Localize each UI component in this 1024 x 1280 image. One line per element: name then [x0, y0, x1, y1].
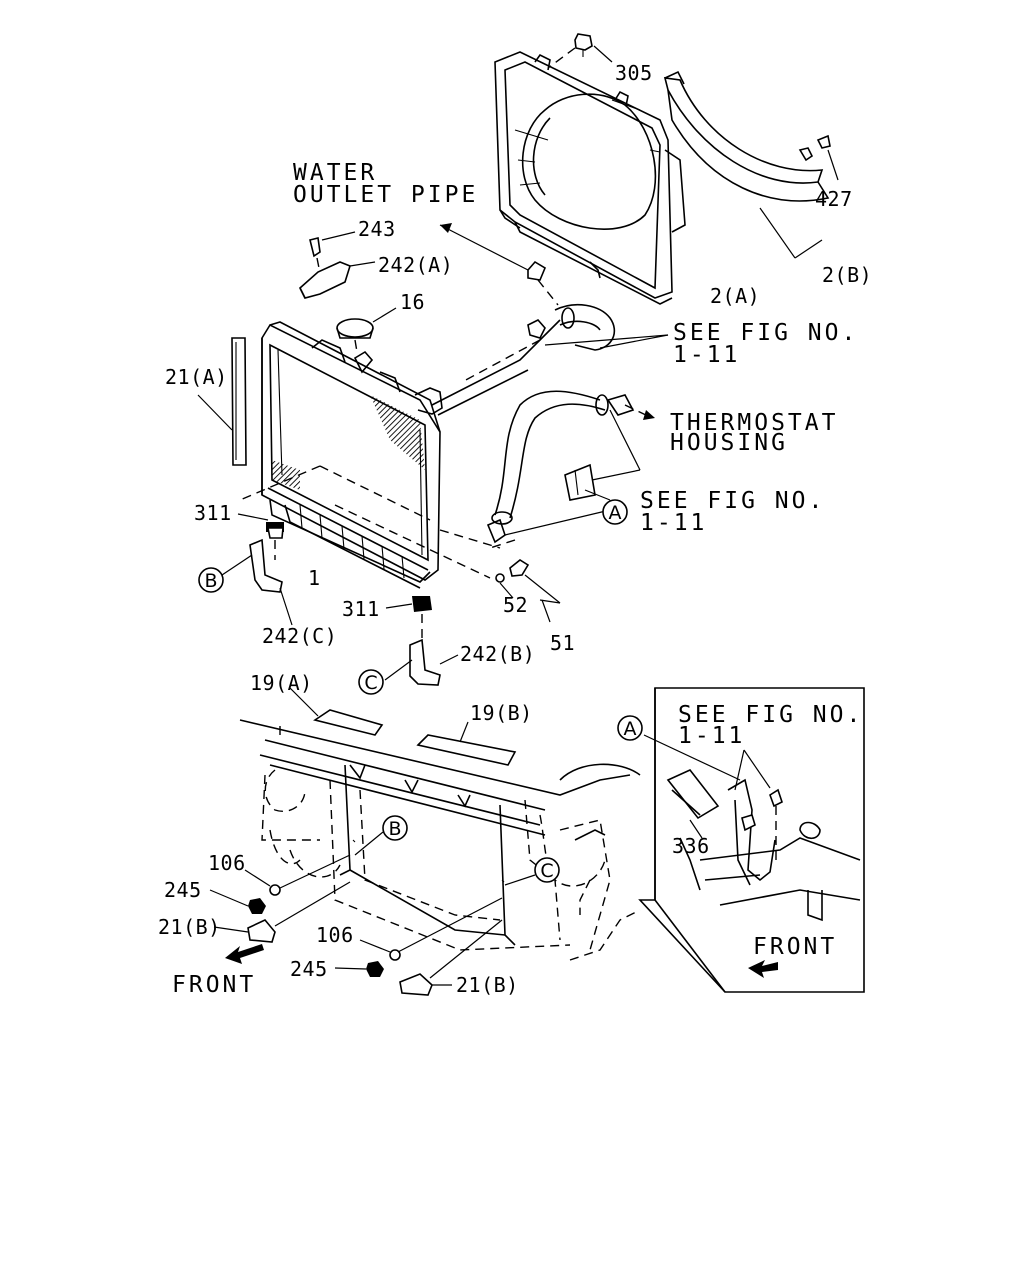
callout-305: 305: [615, 61, 653, 85]
radiator-cap-16: [336, 307, 397, 353]
water-outlet-label-1: WATER: [293, 160, 377, 186]
thermostat-label-1: THERMOSTAT: [670, 410, 838, 436]
see-fig-2-line-2: 1-11: [640, 510, 707, 536]
thermostat-arrow: [624, 404, 655, 420]
callout-21a: 21(A): [165, 365, 228, 389]
radiator-core: [239, 321, 501, 589]
bolt-305: [547, 33, 613, 69]
front-label-main: FRONT: [172, 972, 256, 998]
front-frame: [239, 719, 641, 961]
thermostat-label-2: HOUSING: [670, 430, 788, 456]
see-fig-1-line-1: SEE FIG NO.: [673, 320, 858, 346]
callout-16: 16: [400, 290, 425, 314]
see-fig-inset-line-1: SEE FIG NO.: [678, 702, 863, 728]
pad-19a: [289, 687, 384, 736]
upper-hose: [431, 223, 616, 416]
callout-2b: 2(B): [822, 263, 872, 287]
water-outlet-label-2: OUTLET PIPE: [293, 182, 478, 208]
callout-19a: 19(A): [250, 671, 313, 695]
callout-19b: 19(B): [470, 701, 533, 725]
callout-243: 243: [358, 217, 396, 241]
callout-242b: 242(B): [460, 642, 535, 666]
mount-242b: [384, 596, 459, 686]
callout-311-bottom: 311: [342, 597, 380, 621]
callout-336: 336: [672, 834, 710, 858]
callout-51: 51: [550, 631, 575, 655]
pad-19b: [416, 721, 517, 766]
ref-b-frame: B: [388, 818, 401, 840]
see-fig-1-line-2: 1-11: [673, 342, 740, 368]
fasteners-right: [334, 897, 503, 996]
circle-callouts: [198, 499, 643, 886]
inset-detail: [638, 687, 865, 993]
seal-21a: [197, 337, 247, 466]
callout-106-right: 106: [316, 923, 354, 947]
callout-242a: 242(A): [378, 253, 453, 277]
fan-shroud-2b: [663, 70, 839, 259]
front-label-inset: FRONT: [753, 934, 837, 960]
callout-245-left: 245: [164, 878, 202, 902]
see-fig-leaders: [504, 334, 669, 536]
ref-c-frame: C: [540, 860, 553, 882]
see-fig-2-line-1: SEE FIG NO.: [640, 488, 825, 514]
bracket-242a: [299, 231, 376, 299]
lower-hose: [486, 390, 635, 549]
callout-242c: 242(C): [262, 624, 337, 648]
callout-106-left: 106: [208, 851, 246, 875]
fan-shroud-2a: [494, 51, 686, 305]
mount-242c: [221, 513, 293, 626]
callout-21b-left: 21(B): [158, 915, 221, 939]
see-fig-inset-line-2: 1-11: [678, 723, 745, 749]
ref-a-inset: A: [624, 718, 637, 740]
ref-a-main: A: [609, 502, 622, 524]
drain-plug-51: [495, 559, 561, 623]
callout-311-top: 311: [194, 501, 232, 525]
callout-245-right: 245: [290, 957, 328, 981]
ref-b-left: B: [204, 570, 217, 592]
fasteners-left: [209, 854, 351, 964]
ref-c-left: C: [364, 672, 377, 694]
callout-21b-right: 21(B): [456, 973, 519, 997]
callout-52: 52: [503, 593, 528, 617]
callout-427: 427: [815, 187, 853, 211]
callout-1: 1: [308, 566, 321, 590]
text-labels: WATER OUTLET PIPE SEE FIG NO. 1-11 THERM…: [158, 61, 872, 998]
callout-2a: 2(A): [710, 284, 760, 308]
